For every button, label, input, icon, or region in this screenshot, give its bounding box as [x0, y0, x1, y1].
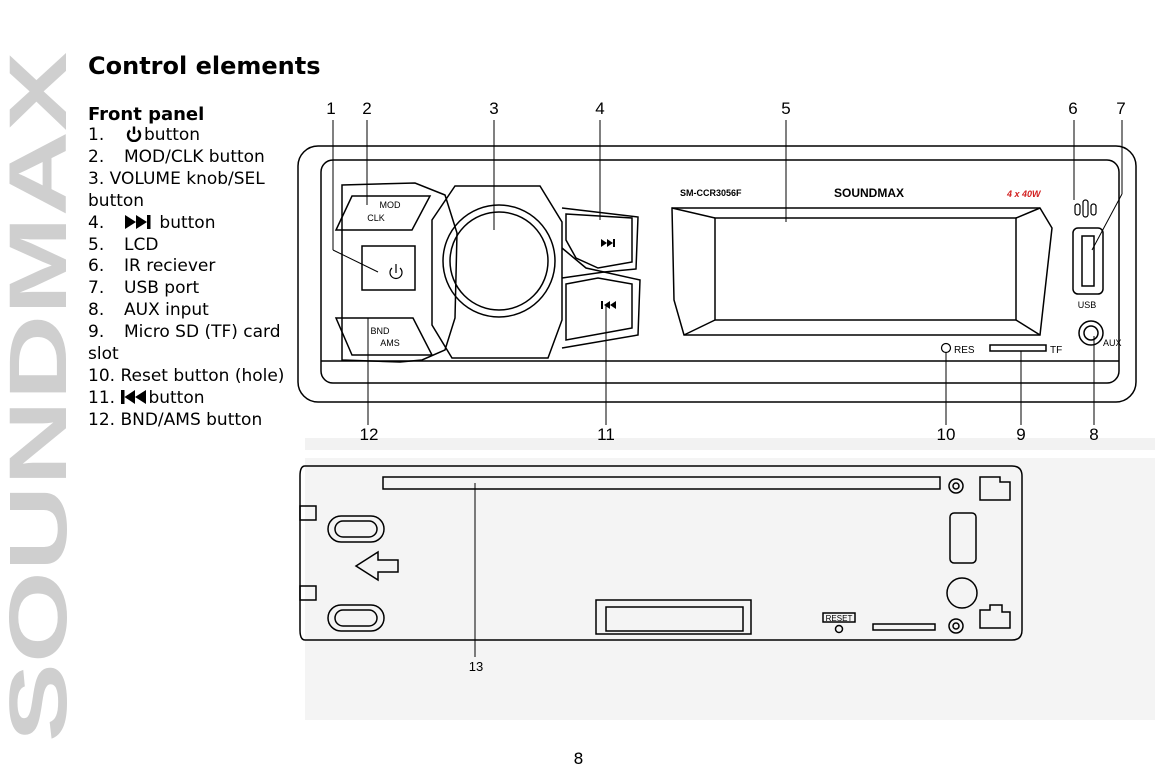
list-item: 3. VOLUME knob/SEL button — [88, 168, 265, 211]
reset-hole — [940, 342, 952, 354]
callout-1: 1 — [326, 99, 335, 118]
section-subtitle: Front panel — [88, 104, 205, 125]
mod-clk-button — [334, 195, 432, 231]
callout-7: 7 — [1116, 99, 1125, 118]
mod-label: MOD — [380, 200, 401, 210]
page-number: 8 — [573, 749, 584, 768]
list-item: 2.MOD/CLK button — [88, 146, 265, 167]
power-icon — [389, 264, 403, 279]
power-icon — [126, 126, 142, 142]
list-item: 4. button — [88, 212, 216, 233]
bnd-label: BND — [370, 326, 390, 336]
brand-watermark-text: SOUNDMAX — [0, 52, 80, 742]
volume-knob — [442, 204, 556, 318]
faceplate — [297, 145, 1137, 403]
callout-5: 5 — [781, 99, 790, 118]
bnd-ams-button — [334, 317, 434, 356]
list-item: 7.USB port — [88, 278, 200, 299]
list-item: 10. Reset button (hole) — [88, 365, 285, 386]
list-item: 8.AUX input — [88, 300, 209, 321]
page-title: Control elements — [88, 52, 321, 80]
list-item: 1.button — [88, 125, 201, 145]
model-label: SM-CCR3056F — [680, 188, 742, 198]
brand-watermark: SOUNDMAX — [0, 52, 80, 742]
callout-9: 9 — [1016, 425, 1025, 444]
clk-label: CLK — [367, 213, 385, 223]
list-item: 12. BND/AMS button — [88, 409, 263, 430]
next-track-icon — [601, 239, 615, 247]
callout-6: 6 — [1068, 99, 1077, 118]
lcd-screen — [714, 217, 1017, 321]
list-item: 11. button — [88, 387, 205, 408]
callouts-bottom: 12 11 10 9 8 — [360, 425, 1099, 444]
panel-brand-label: SOUNDMAX — [834, 186, 904, 200]
callout-13: 13 — [469, 659, 483, 674]
tf-card-slot — [989, 344, 1047, 352]
tf-label: TF — [1050, 345, 1062, 356]
front-panel-diagram: 1 2 3 4 5 6 7 MOD CLK BND AMS — [297, 99, 1155, 720]
next-track-icon — [125, 214, 151, 229]
aux-input — [1078, 320, 1104, 346]
lcd-frame — [671, 207, 1053, 336]
callout-11: 11 — [597, 425, 615, 444]
ams-label: AMS — [380, 338, 400, 348]
reset-label: RESET — [826, 614, 853, 623]
control-elements-list: 1.button 2.MOD/CLK button 3. VOLUME knob… — [88, 125, 303, 432]
aux-label: AUX — [1103, 338, 1122, 348]
usb-port — [1072, 227, 1104, 295]
callouts-top: 1 2 3 4 5 6 7 — [326, 99, 1125, 118]
power-button — [361, 245, 416, 291]
arrow-left-icon — [354, 550, 399, 582]
power-rating-label: 4 x 40W — [1006, 189, 1042, 199]
leader-lines — [332, 120, 1123, 425]
res-label: RES — [954, 345, 975, 356]
prev-track-icon — [601, 301, 616, 309]
volume-bezel — [431, 185, 563, 359]
back-panel — [299, 465, 1023, 641]
prev-track-icon — [121, 389, 147, 404]
callout-2: 2 — [362, 99, 371, 118]
callout-8: 8 — [1089, 425, 1098, 444]
usb-label: USB — [1078, 300, 1097, 310]
left-button-cluster — [334, 182, 641, 363]
callout-10: 10 — [937, 425, 956, 444]
callout-12: 12 — [360, 425, 379, 444]
next-track-button — [565, 213, 633, 269]
cd-slot — [382, 476, 941, 490]
prev-track-button — [565, 277, 633, 341]
callout-4: 4 — [595, 99, 604, 118]
list-item: 5.LCD — [88, 234, 159, 255]
ir-receiver — [1074, 199, 1097, 218]
callout-3: 3 — [489, 99, 498, 118]
list-item: 6.IR reciever — [88, 256, 216, 277]
list-item: 9.Micro SD (TF) card slot — [88, 322, 281, 365]
